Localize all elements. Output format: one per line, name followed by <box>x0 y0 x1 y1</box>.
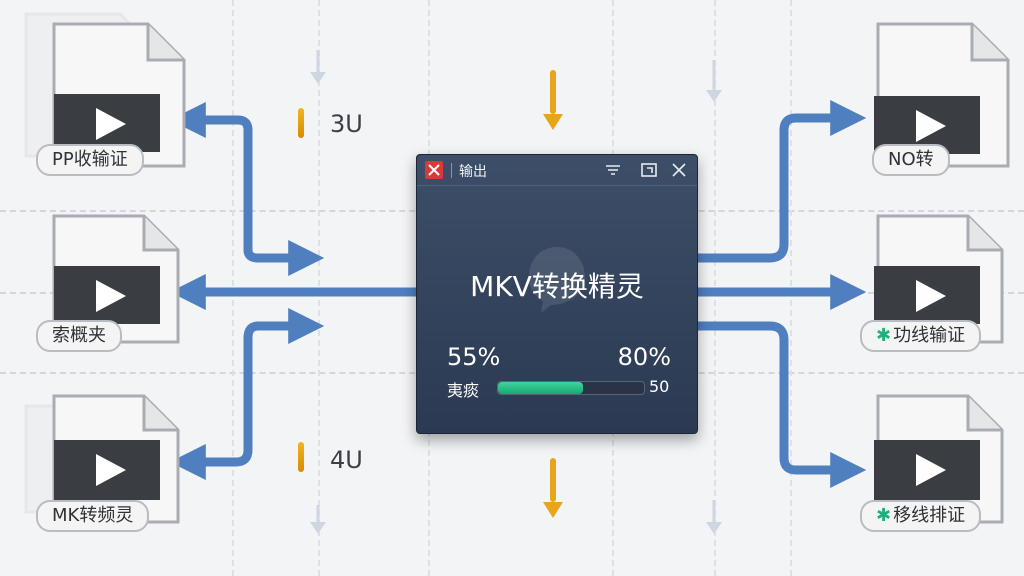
file-label: NO转 <box>872 144 950 176</box>
arrow-to-right-bottom <box>691 321 867 488</box>
side-label-top: 3U <box>330 110 363 138</box>
progress-bar-fill <box>498 382 583 394</box>
progress-bar <box>497 381 645 395</box>
restore-icon[interactable] <box>639 160 659 180</box>
title-separator <box>451 163 452 178</box>
file-label: ✱移线排证 <box>860 500 982 532</box>
arrow-to-left-bottom <box>169 333 253 480</box>
arrow-from-left-top <box>243 240 325 276</box>
file-label: ✱功线输证 <box>860 320 982 352</box>
arrow-to-right-top <box>691 100 867 263</box>
video-file-icon <box>874 22 1010 168</box>
file-label: MK转频灵 <box>36 500 150 532</box>
app-heading: MKV转换精灵 <box>470 270 644 303</box>
marker-icon <box>298 442 304 472</box>
close-icon[interactable] <box>669 160 689 180</box>
title-bar: 输出 <box>417 155 697 186</box>
file-card[interactable]: PP收输证 <box>24 12 194 176</box>
watermark-icon <box>529 247 585 313</box>
video-file-icon <box>874 394 1004 524</box>
video-file-icon <box>52 214 180 344</box>
arrow-to-left-top <box>169 102 253 255</box>
file-card[interactable]: NO转 <box>868 20 1018 176</box>
file-card[interactable]: ✱功线输证 <box>860 196 1018 352</box>
star-icon: ✱ <box>876 325 892 346</box>
file-label: PP收输证 <box>36 144 144 176</box>
progress-label: 夷痰 <box>447 381 480 400</box>
video-file-icon <box>52 22 186 168</box>
file-card[interactable]: ✱移线排证 <box>860 376 1018 532</box>
progress-percent-right: 80% <box>617 343 671 371</box>
app-icon <box>425 161 443 179</box>
side-label-bottom: 4U <box>330 446 363 474</box>
filter-icon[interactable] <box>603 160 623 180</box>
progress-value: 50 <box>649 377 670 396</box>
drill-arrow-bottom <box>550 458 556 502</box>
drill-arrow-top <box>550 70 556 114</box>
video-file-icon <box>52 394 180 524</box>
file-card[interactable]: MK转频灵 <box>24 376 194 532</box>
star-icon: ✱ <box>876 505 892 526</box>
marker-icon <box>298 108 304 138</box>
window-title: 输出 <box>459 164 487 180</box>
file-card[interactable]: 索概夹 <box>36 196 194 352</box>
app-window: 输出 MKV转换精灵 55% 80% 夷痰 50 <box>416 154 698 434</box>
arrow-from-left-bottom <box>243 308 325 344</box>
file-label: 索概夹 <box>36 320 122 352</box>
progress-percent-left: 55% <box>447 343 501 371</box>
